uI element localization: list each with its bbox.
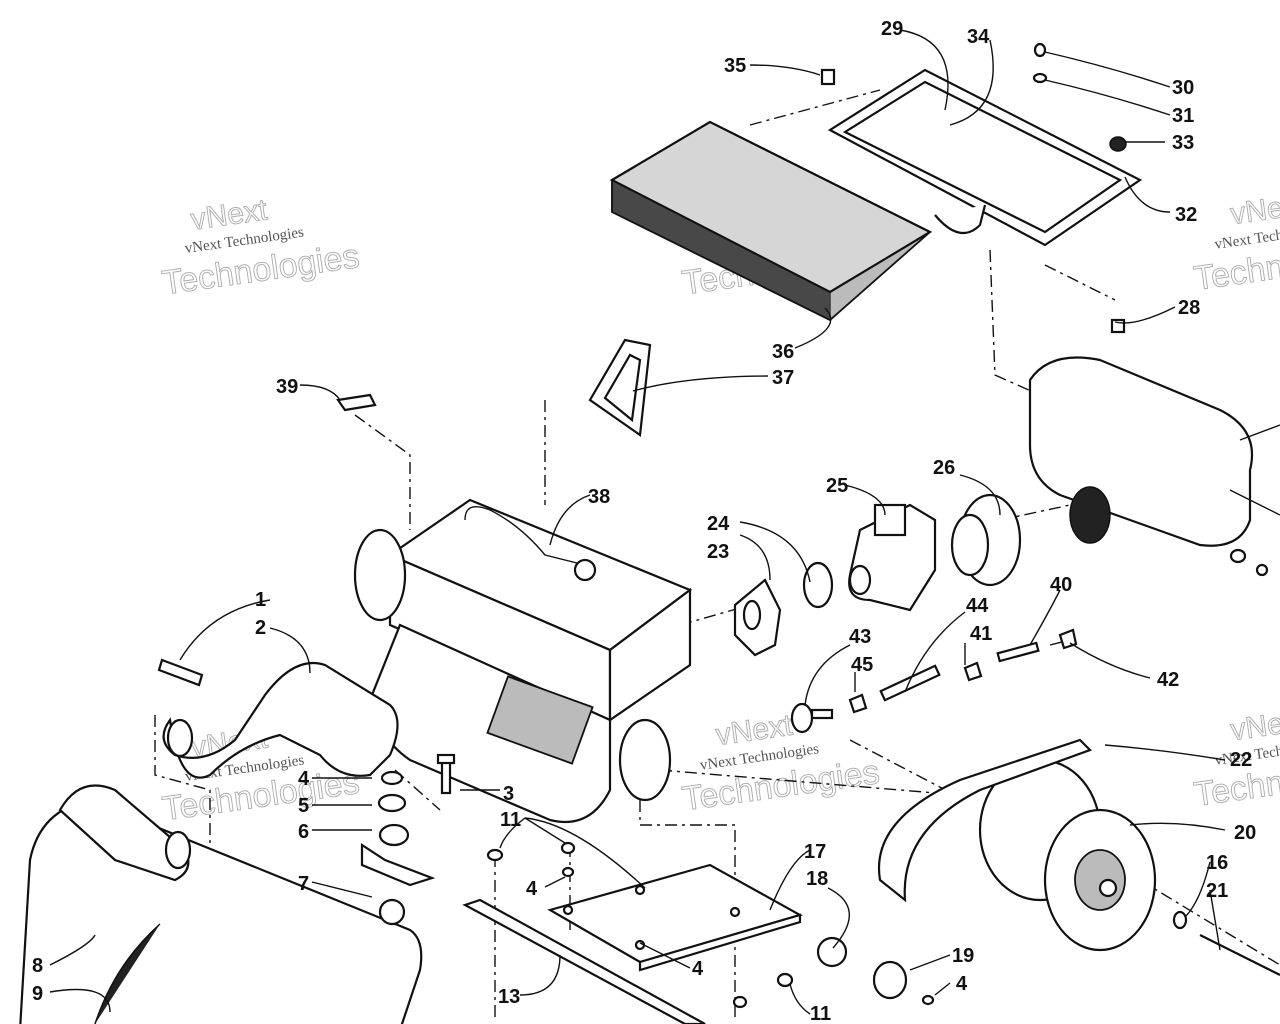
callout-9: 9 [32, 983, 43, 1005]
callout-29: 29 [881, 18, 903, 40]
callout-8: 8 [32, 955, 43, 977]
callout-28: 28 [1178, 297, 1200, 319]
callout-5: 5 [298, 795, 309, 817]
callout-36: 36 [772, 341, 794, 363]
callout-24: 24 [707, 513, 730, 535]
callout-17: 17 [804, 841, 826, 863]
engine-block [353, 498, 693, 824]
callout-25: 25 [826, 475, 848, 497]
airbox-lid [827, 68, 1143, 247]
air-filter-element [609, 120, 933, 322]
callout-41: 41 [970, 623, 992, 645]
callout-43: 43 [849, 626, 871, 648]
callout-40: 40 [1050, 574, 1072, 596]
callout-3: 3 [503, 783, 514, 805]
callout-18: 18 [806, 868, 828, 890]
callout-32: 32 [1175, 204, 1197, 226]
callout-4-mid: 4 [526, 878, 538, 900]
callout-labels: 1 2 3 4 5 6 7 8 9 11 4 13 4 17 18 19 4 1… [32, 18, 1256, 1024]
callout-38: 38 [588, 486, 610, 508]
callout-26: 26 [933, 457, 955, 479]
callout-4-lower: 4 [692, 958, 704, 980]
hardware [360, 42, 1269, 1009]
callout-30: 30 [1172, 77, 1194, 99]
callout-22: 22 [1230, 749, 1252, 771]
watermark-line1: vNext [1228, 704, 1280, 747]
intake-boot [950, 493, 1022, 587]
callout-44: 44 [966, 595, 989, 617]
watermark-left: vNext vNext Technologies Technologies [159, 193, 362, 303]
callout-11-lower: 11 [810, 1003, 831, 1024]
carburetor [848, 503, 937, 612]
callout-20: 20 [1234, 822, 1256, 844]
callout-42: 42 [1157, 669, 1179, 691]
intake-flange [733, 578, 782, 657]
callout-2: 2 [255, 617, 266, 639]
callout-6: 6 [298, 821, 309, 843]
callout-35: 35 [724, 55, 746, 77]
drive-belt [877, 738, 1092, 903]
callout-19: 19 [952, 945, 974, 967]
callout-4-right: 4 [956, 973, 968, 995]
callout-4-upper: 4 [298, 768, 310, 790]
exhaust-spring [157, 658, 204, 687]
engine-mount-plate [547, 863, 803, 972]
triangle-bracket [588, 338, 652, 437]
drive-shaft [1199, 934, 1280, 976]
watermark-right-top: vNext vNext Technologies Technologies [1191, 187, 1280, 298]
clip [336, 393, 377, 412]
muffler [19, 784, 423, 1024]
mounting-rail [462, 898, 706, 1024]
callout-1: 1 [255, 589, 266, 611]
hose-clamp [802, 561, 834, 609]
callout-33: 33 [1172, 132, 1194, 154]
callout-23: 23 [707, 541, 729, 563]
callout-7: 7 [298, 873, 309, 895]
callout-16: 16 [1206, 852, 1228, 874]
callout-45: 45 [851, 654, 873, 676]
callout-11-upper: 11 [500, 809, 521, 831]
leader-lines [49, 29, 1226, 1015]
exhaust-manifold [162, 661, 399, 779]
callout-21: 21 [1206, 880, 1228, 902]
callout-13: 13 [498, 986, 520, 1008]
callout-31: 31 [1172, 105, 1194, 127]
drive-clutch [978, 758, 1157, 952]
callout-39: 39 [276, 376, 298, 398]
callout-37: 37 [772, 367, 794, 389]
air-silencer [1028, 356, 1280, 547]
watermark-line1: vNext [1228, 188, 1280, 231]
callout-34: 34 [967, 26, 990, 48]
watermark-center-bottom: vNext vNext Technologies Technologies [680, 708, 883, 819]
